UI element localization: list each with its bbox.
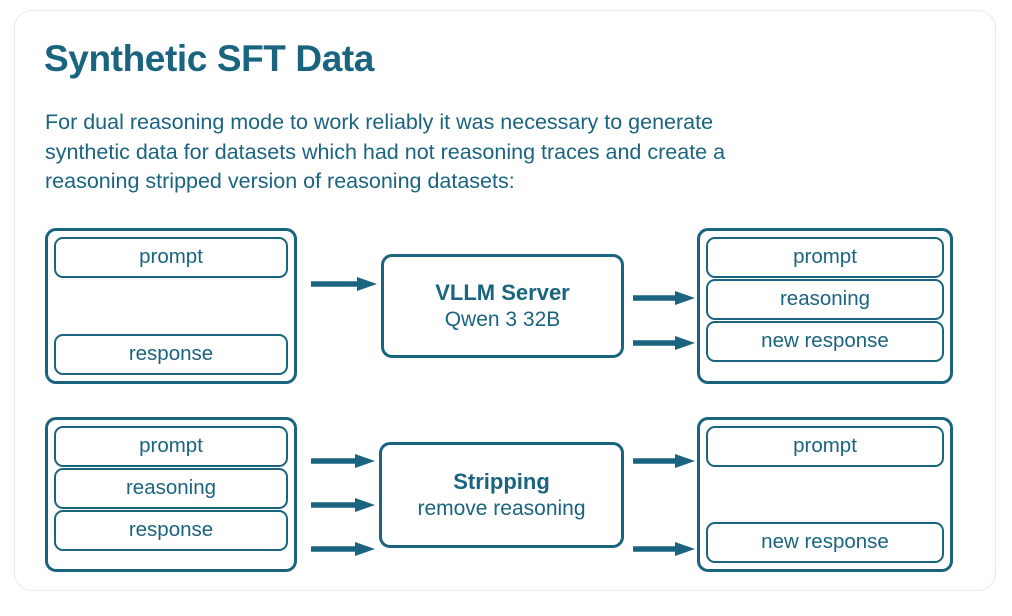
process-subtitle: remove reasoning [417, 496, 586, 520]
arrow-right-icon [633, 335, 695, 351]
slot-prompt: prompt [54, 426, 288, 467]
stack-spacer [54, 278, 288, 334]
slide-description: For dual reasoning mode to work reliably… [45, 110, 726, 193]
process-box-stripping: Stripping remove reasoning [379, 442, 624, 548]
flow-diagram: prompt response VLLM Server Qwen 3 32B [15, 11, 997, 592]
slot-prompt: prompt [706, 237, 944, 278]
output-stack-row1: prompt reasoning new response [697, 228, 953, 384]
arrow-right-icon [633, 290, 695, 306]
slot-prompt: prompt [706, 426, 944, 467]
slot-new-response: new response [706, 522, 944, 563]
slot-prompt: prompt [54, 237, 288, 278]
slot-reasoning: reasoning [54, 468, 288, 509]
slot-new-response: new response [706, 321, 944, 362]
slot-reasoning: reasoning [706, 279, 944, 320]
slot-response: response [54, 334, 288, 375]
arrow-right-icon [311, 497, 375, 513]
page-title: Synthetic SFT Data [44, 38, 374, 79]
output-stack-row2: prompt new response [697, 417, 953, 572]
arrow-right-icon [633, 453, 695, 469]
input-stack-row2: prompt reasoning response [45, 417, 297, 572]
slide-card: Synthetic SFT Data For dual reasoning mo… [14, 10, 996, 591]
process-title: VLLM Server [435, 280, 570, 306]
process-title: Stripping [453, 469, 550, 495]
arrow-right-icon [311, 541, 375, 557]
stack-spacer [706, 467, 944, 522]
slot-response: response [54, 510, 288, 551]
input-stack-row1: prompt response [45, 228, 297, 384]
process-box-vllm-server: VLLM Server Qwen 3 32B [381, 254, 624, 358]
arrow-right-icon [311, 453, 375, 469]
arrow-right-icon [633, 541, 695, 557]
arrow-right-icon [311, 276, 377, 292]
process-subtitle: Qwen 3 32B [444, 307, 561, 331]
